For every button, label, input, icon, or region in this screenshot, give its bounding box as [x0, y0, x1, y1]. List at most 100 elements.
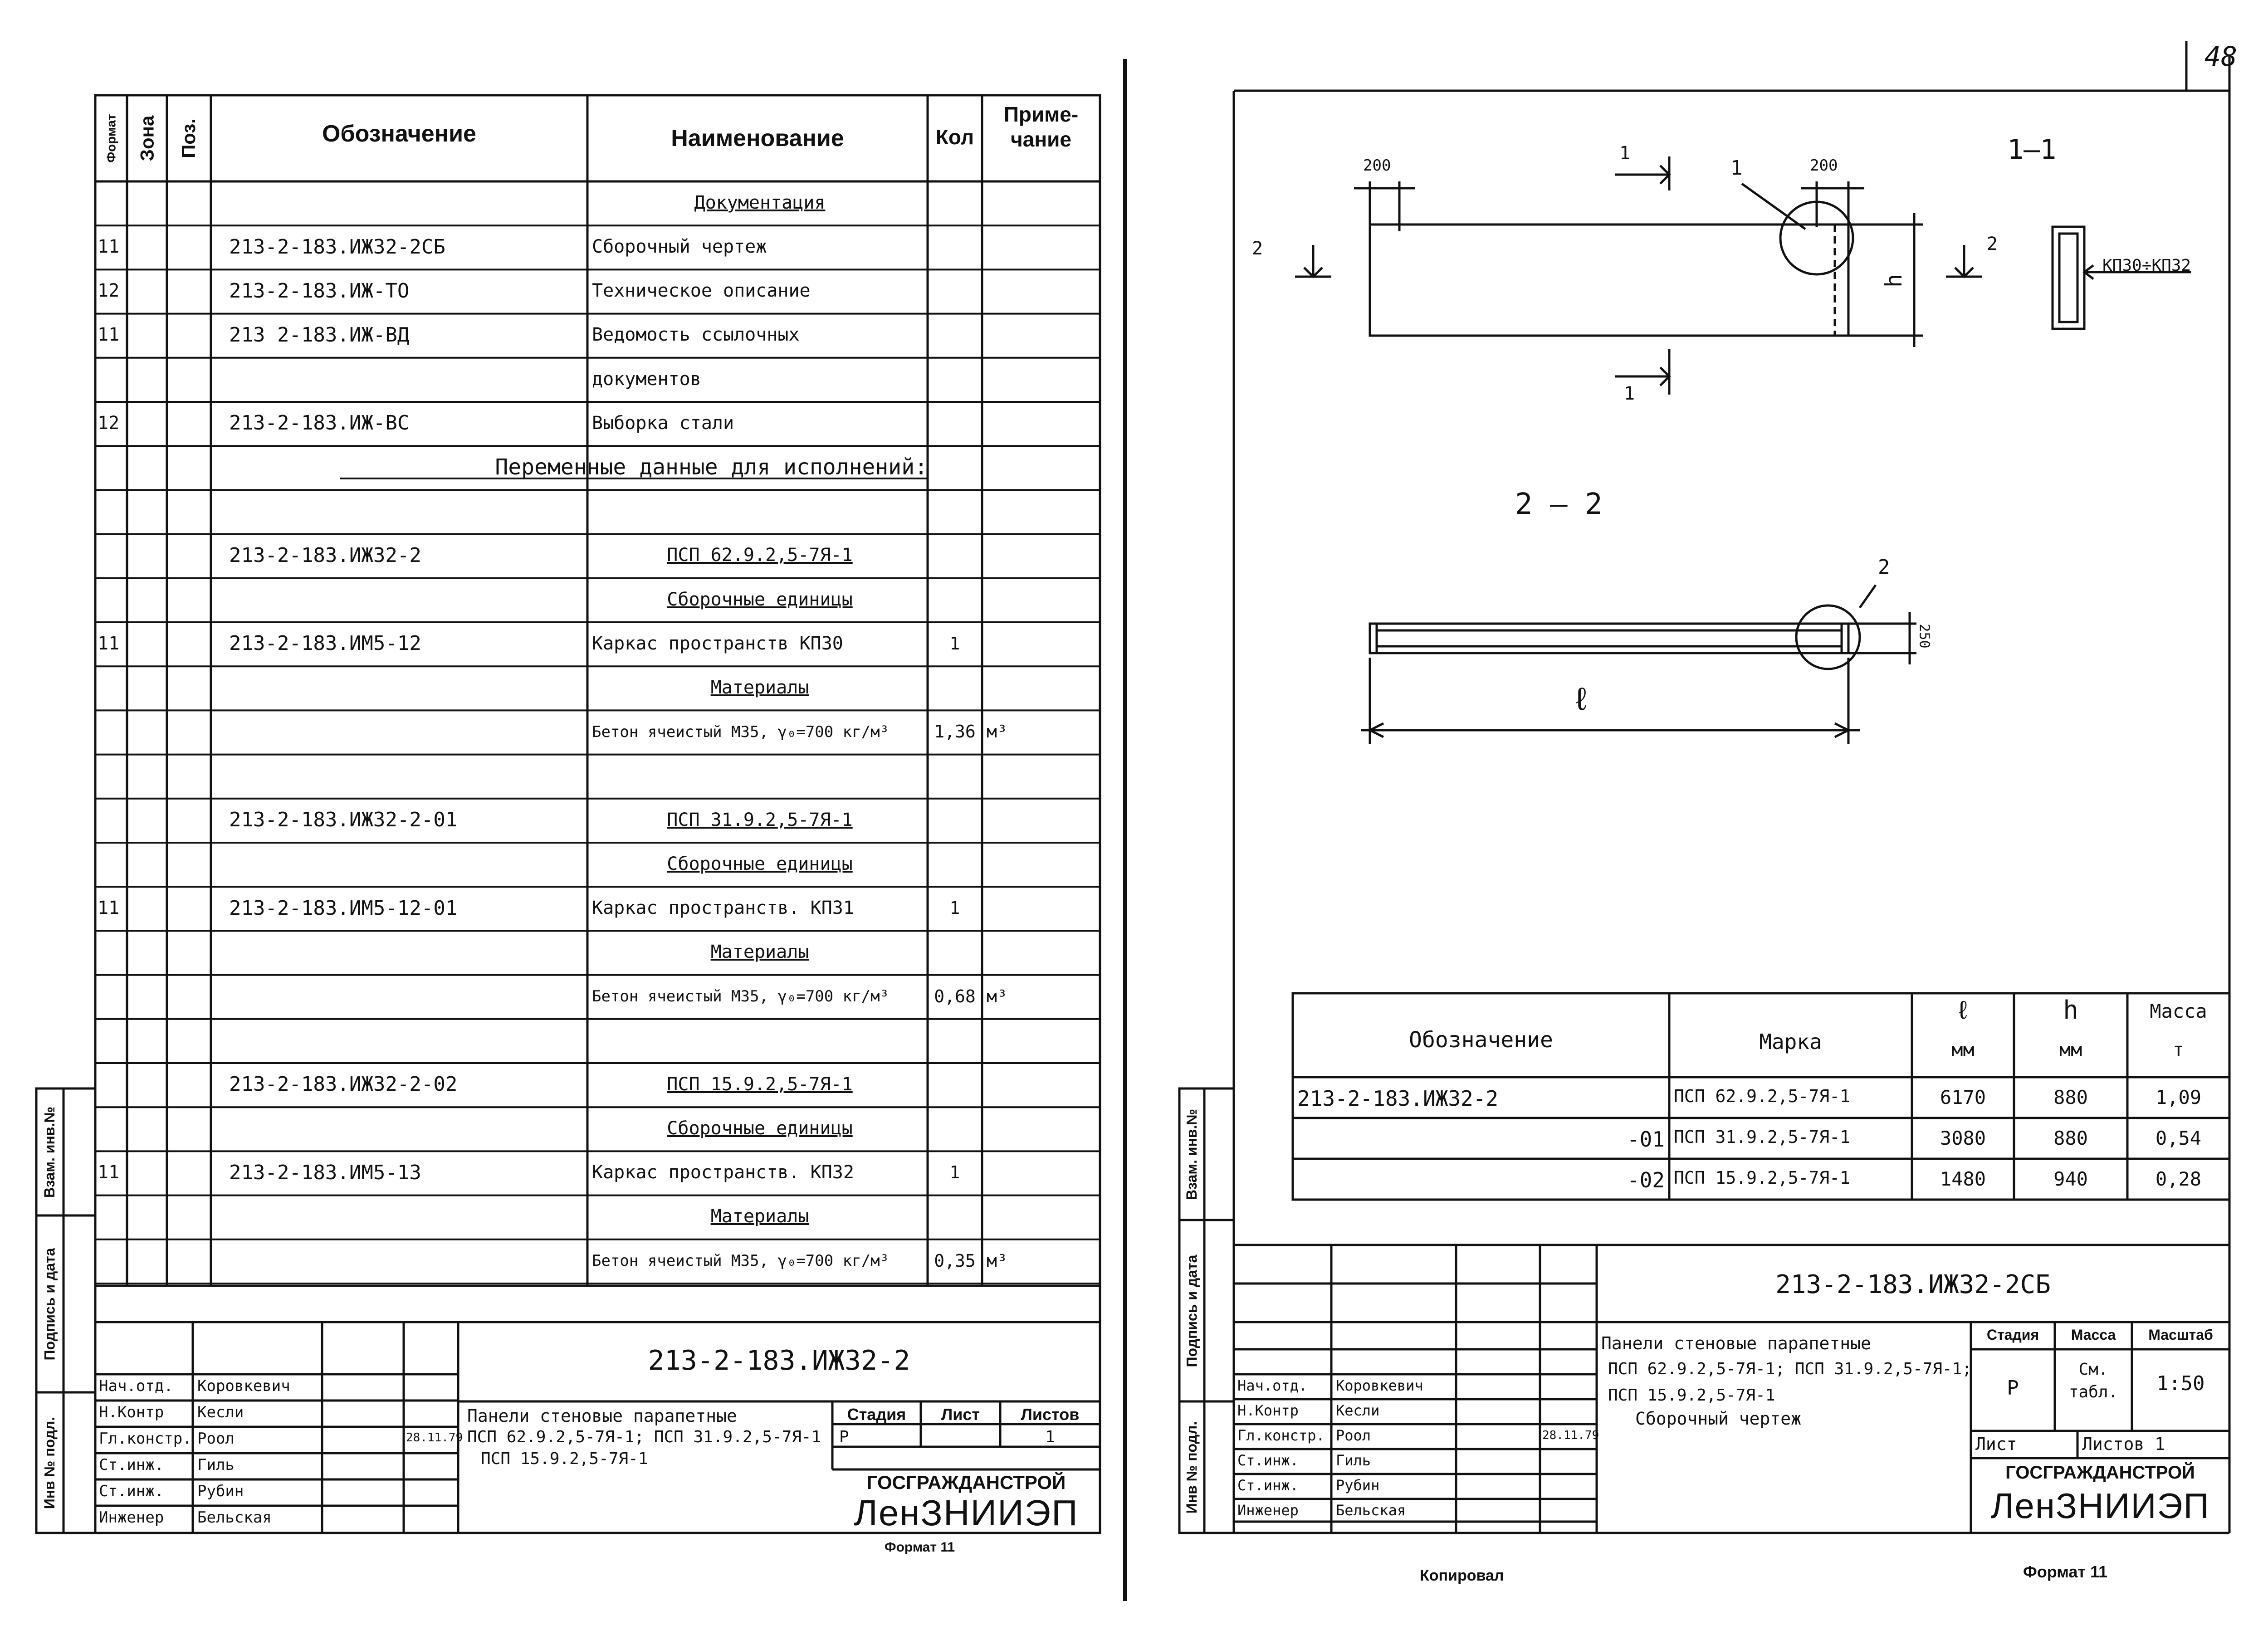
left-org-1: ГОСГРАЖДАНСТРОЙ [866, 1472, 1066, 1493]
spec-cell-name: Сборочные единицы [667, 1118, 853, 1139]
spec-cell-qty: 0,35 [934, 1250, 976, 1271]
spec-cell-name: Выборка стали [592, 412, 734, 434]
table-cell-mass: 0,28 [2155, 1168, 2202, 1190]
spec-cell-des: Переменные данные для исполнений: [495, 454, 928, 480]
spec-cell-des: 213-2-183.ИМ5-12-01 [229, 896, 458, 920]
right-mass-value: См. табл. [2068, 1360, 2118, 1402]
section-2-2-label: 2 — 2 [1515, 488, 1603, 521]
table-header-l-unit: мм [1951, 1039, 1975, 1061]
table-cell-l: 3080 [1940, 1127, 1986, 1149]
spec-header-pos: Поз. [178, 118, 199, 158]
person-role: Ст.инж. [1237, 1452, 1299, 1469]
callout-2: 2 [1878, 556, 1890, 579]
section-1-1 [2051, 225, 2191, 330]
person-role: Инженер [99, 1508, 164, 1527]
spec-cell-fmt: 11 [98, 1162, 120, 1183]
spec-cell-name: Сборочный чертеж [592, 236, 767, 257]
person-name: Роол [197, 1430, 235, 1448]
spec-cell-des: 213-2-183.ИМ5-13 [229, 1161, 421, 1184]
left-title-code: 213-2-183.ИЖ32-2 [648, 1345, 910, 1376]
right-scale-value: 1:50 [2156, 1372, 2205, 1395]
cut-2-right: 2 [1987, 234, 1998, 254]
person-name: Роол [1336, 1427, 1371, 1444]
right-title-desc4: Сборочный чертеж [1635, 1409, 1802, 1429]
table-header-mass-unit: т [2172, 1039, 2185, 1061]
person-role: Нач.отд. [1237, 1377, 1308, 1394]
spec-cell-des: 213-2-183.ИЖ-ВС [229, 411, 410, 435]
cut-2-left: 2 [1252, 238, 1263, 259]
person-role: Ст.инж. [1237, 1477, 1299, 1494]
spec-cell-name: Ведомость ссылочных [592, 324, 800, 346]
left-org-2: ЛенЗНИИЭП [854, 1493, 1079, 1533]
person-role: Гл.констр. [99, 1430, 192, 1448]
table-cell-l: 1480 [1940, 1168, 1986, 1190]
spec-cell-qty: 1,36 [934, 722, 976, 742]
spec-cell-note: м³ [987, 1250, 1007, 1271]
kp-label: КП30÷КП32 [2102, 256, 2191, 275]
dim-l-label: ℓ [1572, 680, 1591, 717]
table-header-des: Обозначение [1409, 1027, 1553, 1053]
spec-cell-des: 213-2-183.ИЖ32-2-01 [229, 808, 458, 832]
dim-200-left: 200 [1363, 156, 1391, 175]
spec-header-note: Приме- чание [1003, 102, 1079, 151]
person-name: Кесли [1336, 1402, 1380, 1419]
table-cell-mark: ПСП 31.9.2,5-7Я-1 [1674, 1127, 1850, 1147]
table-cell-mark: ПСП 62.9.2,5-7Я-1 [1674, 1086, 1850, 1106]
person-role: Ст.инж. [99, 1456, 164, 1474]
spec-cell-name: Материалы [710, 942, 809, 963]
table-header-mass: Масса [2150, 1000, 2207, 1022]
right-title-code: 213-2-183.ИЖ32-2СБ [1775, 1270, 2051, 1299]
right-title-desc2: ПСП 62.9.2,5-7Я-1; ПСП 31.9.2,5-7Я-1; [1608, 1360, 1972, 1378]
table-cell-h: 880 [2053, 1127, 2088, 1149]
person-name: Бельская [197, 1508, 272, 1527]
spec-cell-name: Материалы [710, 677, 809, 698]
person-role: Нач.отд. [99, 1377, 173, 1395]
person-role: Ст.инж. [99, 1482, 164, 1500]
right-side-inv: Инв № подл. [1183, 1421, 1200, 1513]
table-cell-h: 880 [2053, 1086, 2088, 1108]
spec-cell-name: Сборочные единицы [667, 853, 853, 874]
person-name: Рубин [1336, 1477, 1380, 1494]
spec-cell-fmt: 11 [98, 236, 120, 257]
spec-cell-name: Бетон ячеистый М35, γ₀=700 кг/м³ [592, 1252, 890, 1270]
callout-1: 1 [1730, 156, 1743, 180]
person-name: Коровкевич [197, 1377, 290, 1395]
cut-1-bottom: 1 [1624, 383, 1635, 404]
spec-cell-des: 213-2-183.ИЖ32-2 [229, 543, 421, 567]
dim-h-label: h [1881, 273, 1907, 288]
spec-cell-fmt: 11 [98, 324, 120, 346]
left-format-label: Формат 11 [885, 1540, 955, 1555]
spec-cell-des: 213-2-183.ИМ5-12 [229, 632, 421, 655]
section-1-1-label: 1—1 [2007, 134, 2057, 166]
person-name: Бельская [1336, 1502, 1406, 1519]
person-name: Гиль [197, 1456, 235, 1474]
person-name: Рубин [197, 1482, 244, 1500]
spec-cell-qty: 1 [949, 898, 960, 918]
spec-cell-des: 213-2-183.ИЖ32-2-02 [229, 1073, 458, 1096]
panel-elevation [1295, 156, 1982, 395]
spec-cell-name: Документация [694, 192, 826, 213]
table-cell-des: -01 [1627, 1127, 1665, 1152]
spec-cell-fmt: 11 [98, 633, 120, 654]
spec-cell-qty: 1 [949, 1162, 960, 1183]
right-stage-header: Стадия [1986, 1327, 2039, 1343]
spec-cell-name: Каркас пространств КП30 [592, 633, 843, 654]
spec-cell-des: 213 2-183.ИЖ-ВД [229, 323, 410, 347]
spec-cell-fmt: 11 [98, 898, 120, 918]
section-2-2 [1361, 584, 1916, 744]
dim-250-label: 250 [1916, 624, 1932, 649]
spec-cell-name: ПСП 62.9.2,5-7Я-1 [667, 545, 853, 566]
table-header-l: ℓ [1955, 996, 1971, 1025]
left-title-desc3: ПСП 15.9.2,5-7Я-1 [481, 1450, 648, 1468]
left-sheets-value: 1 [1045, 1428, 1055, 1446]
spec-header-format: Формат [104, 114, 118, 163]
right-org-2: ЛенЗНИИЭП [1990, 1486, 2210, 1526]
right-scale-header: Масштаб [2148, 1327, 2213, 1343]
right-stage-value: Р [2007, 1376, 2019, 1400]
table-cell-des: 213-2-183.ИЖ32-2 [1297, 1086, 1499, 1111]
spec-cell-name: Каркас пространств. КП31 [592, 898, 854, 918]
format-label: Формат 11 [2023, 1562, 2108, 1581]
left-side-inv: Инв № подл. [41, 1416, 58, 1509]
